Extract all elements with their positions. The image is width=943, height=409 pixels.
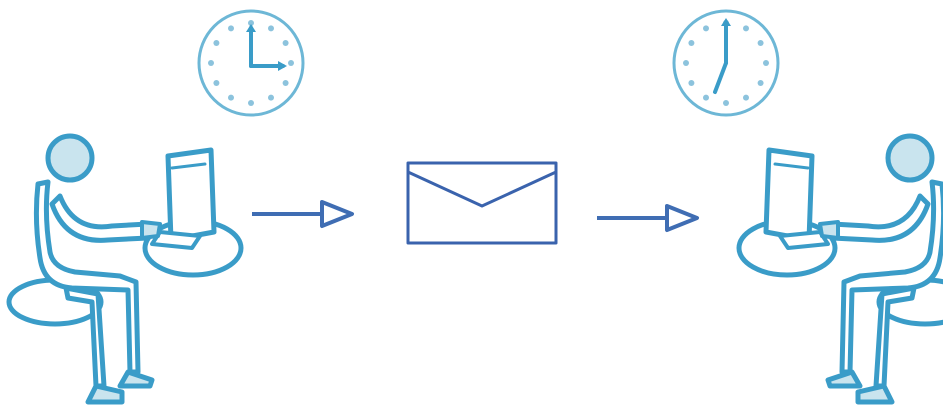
clock-hour-dot bbox=[688, 40, 694, 46]
clock-hour-dot bbox=[283, 80, 289, 86]
clock-hour-dot bbox=[723, 100, 729, 106]
clock-hour-dot bbox=[228, 95, 234, 101]
clock-hour-dot bbox=[248, 100, 254, 106]
clock-hour-dot bbox=[743, 95, 749, 101]
clock-hour-dot bbox=[758, 40, 764, 46]
clock-hour-dot bbox=[743, 25, 749, 31]
clock-hour-dot bbox=[268, 95, 274, 101]
person-at-computer-icon-right bbox=[739, 136, 943, 402]
clock-hour-dot bbox=[763, 60, 769, 66]
person-at-computer-icon-left bbox=[9, 136, 241, 402]
clock-hour-dot bbox=[703, 25, 709, 31]
clock-hour-dot bbox=[688, 80, 694, 86]
clock-hour-dot bbox=[268, 25, 274, 31]
arrow-right-icon-1 bbox=[252, 202, 352, 226]
clock-hour-dot bbox=[703, 95, 709, 101]
clock-hour-dot bbox=[213, 80, 219, 86]
envelope-icon bbox=[408, 163, 556, 243]
clock-icon-left bbox=[199, 11, 303, 115]
clock-hour-dot bbox=[683, 60, 689, 66]
clock-icon-right bbox=[674, 11, 778, 115]
clock-hour-dot bbox=[288, 60, 294, 66]
clock-hour-dot bbox=[758, 80, 764, 86]
clock-hour-dot bbox=[228, 25, 234, 31]
clock-hour-dot bbox=[208, 60, 214, 66]
clock-hour-dot bbox=[213, 40, 219, 46]
arrow-right-icon-2 bbox=[597, 206, 697, 230]
clock-hour-dot bbox=[283, 40, 289, 46]
